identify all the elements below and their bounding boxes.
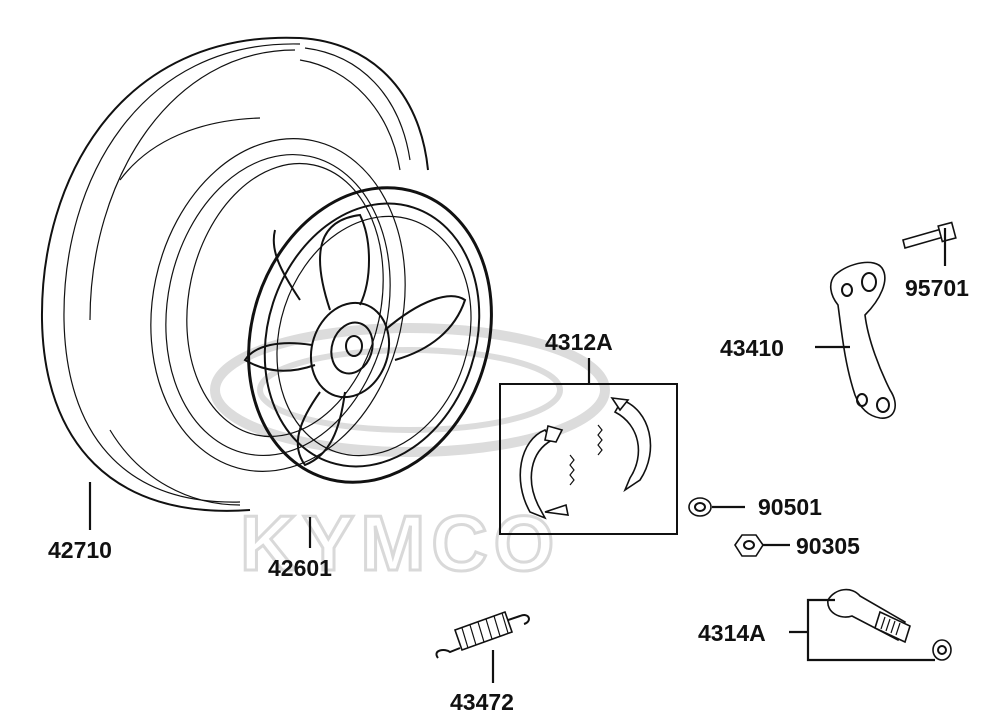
brake-shoe-box [499,383,678,535]
washer-drawing [688,497,712,517]
part-label-43472: 43472 [450,689,514,715]
part-label-42601: 42601 [268,555,332,581]
watermark-text: KYMCO [240,499,560,587]
tire-drawing [40,36,429,512]
part-label-42710: 42710 [48,537,112,563]
rim-drawing [150,138,493,484]
part-label-4312A: 4312A [545,329,613,355]
spring-drawing [435,610,530,659]
part-label-90501: 90501 [758,494,822,520]
part-label-43410: 43410 [720,335,784,361]
part-label-95701: 95701 [905,275,969,301]
part-labels: 42710 42601 4312A 43410 95701 90501 9030… [48,275,969,715]
part-label-90305: 90305 [796,533,860,559]
part-label-4314A: 4314A [698,620,766,646]
leader-lines [88,228,947,683]
bolt-drawing [902,221,957,249]
watermark-logo: KYMCO [210,323,610,589]
nut-drawing [734,534,764,557]
brake-arm-drawing [829,261,896,419]
brake-cam-drawing [827,588,952,661]
